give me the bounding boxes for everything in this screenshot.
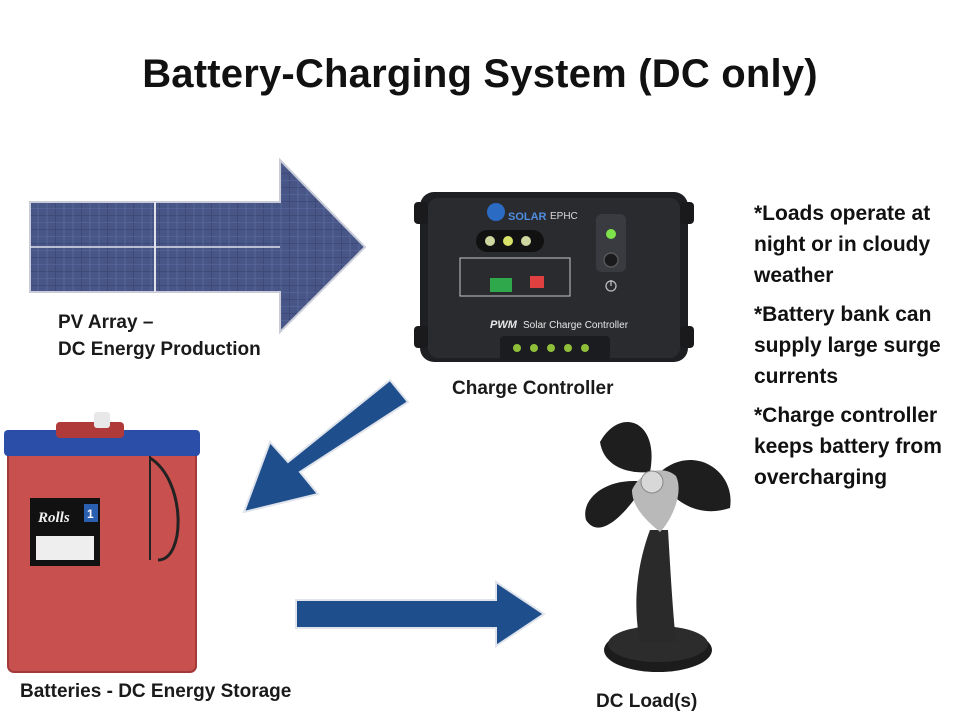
note-item: *Charge controller keeps battery from ov… [754, 404, 942, 489]
dc-load-label: DC Load(s) [596, 691, 698, 712]
note-item: *Loads operate at night or in cloudy wea… [754, 202, 931, 287]
page-title: Battery-Charging System (DC only) [142, 52, 818, 96]
battery-number-text: 1 [87, 507, 94, 521]
charge-controller-image: SOLAR EPHC PWM Solar Charge Controller [414, 192, 694, 362]
battery-image: Rolls 1 [4, 412, 200, 673]
note-item: *Battery bank can supply large surge cur… [754, 303, 941, 388]
flow-arrow-controller-to-battery [242, 378, 410, 514]
charge-controller-label: Charge Controller [452, 378, 614, 399]
notes-panel: *Loads operate at night or in cloudy wea… [754, 198, 960, 501]
pv-array-arrow-image [29, 157, 367, 335]
controller-name-text: Solar Charge Controller [523, 320, 629, 331]
controller-brand-text: SOLAR [508, 211, 547, 223]
pv-array-label-line1: PV Array – [58, 312, 154, 333]
flow-arrow-battery-to-load [295, 580, 546, 648]
batteries-label: Batteries - DC Energy Storage [20, 681, 292, 702]
controller-model-text: EPHC [550, 211, 578, 222]
pv-array-label-line2: DC Energy Production [58, 339, 261, 360]
dc-fan-image [585, 421, 731, 672]
controller-pwm-text: PWM [490, 319, 518, 331]
battery-brand-text: Rolls [37, 510, 70, 526]
